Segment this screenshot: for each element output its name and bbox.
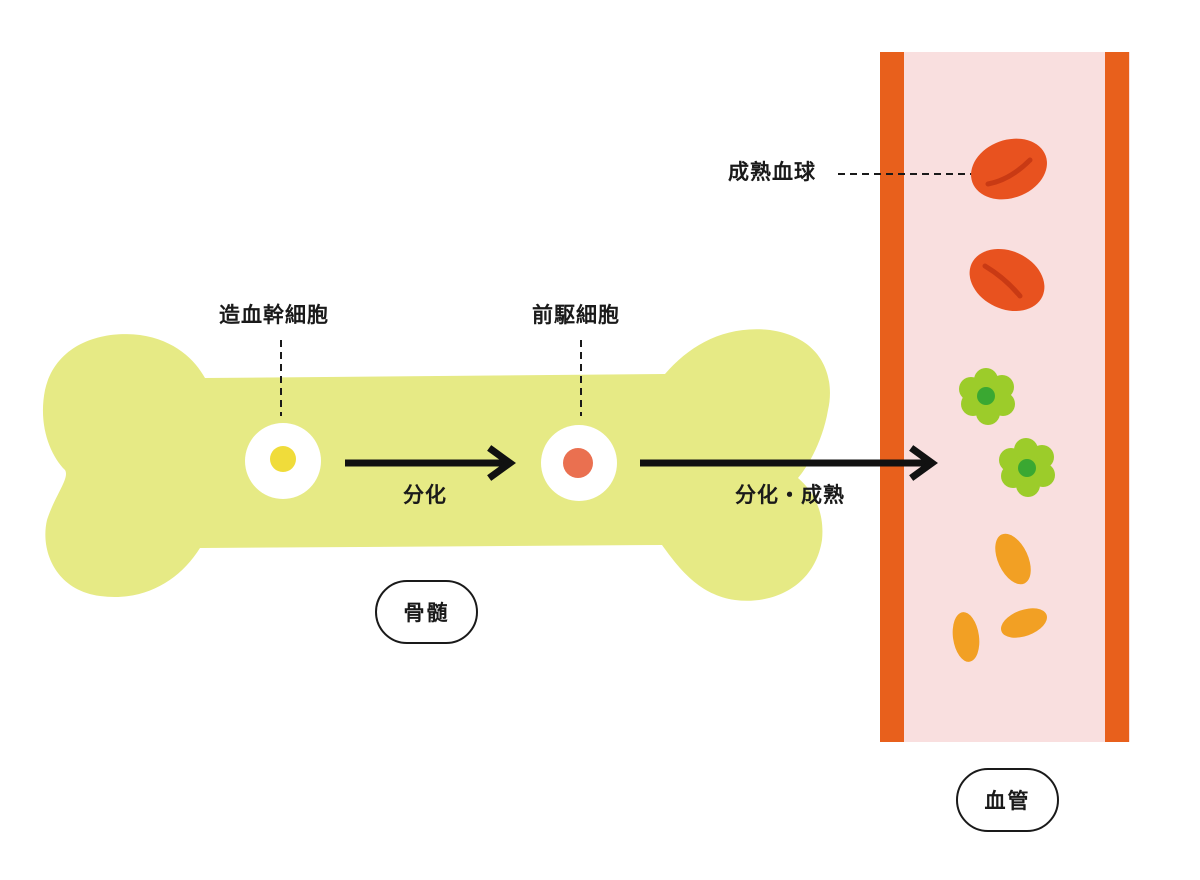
platelet: [1001, 608, 1047, 638]
white-blood-cell: [959, 368, 1015, 425]
platelet: [952, 612, 980, 662]
progenitor-cell-label: 前駆細胞: [532, 303, 620, 327]
blood-vessel-label: 血管: [956, 768, 1059, 832]
arrow-differentiation-maturation: [640, 445, 938, 481]
bone-marrow-label: 骨髄: [375, 580, 478, 644]
arrow-differentiation-label: 分化: [403, 483, 447, 507]
vessel-wall-right: [1105, 52, 1129, 742]
red-blood-cell: [971, 138, 1047, 200]
arrow-differentiation: [345, 445, 516, 481]
vessel-wall-left: [880, 52, 904, 742]
platelet: [995, 533, 1031, 585]
mature-blood-cell-label: 成熟血球: [728, 160, 816, 184]
progenitor-cell: [541, 425, 617, 501]
stem-cell: [245, 423, 321, 499]
stem-cell-label: 造血幹細胞: [219, 303, 329, 327]
arrow-differentiation-maturation-label: 分化・成熟: [735, 483, 845, 507]
white-blood-cell: [999, 438, 1055, 497]
red-blood-cell: [969, 248, 1045, 312]
